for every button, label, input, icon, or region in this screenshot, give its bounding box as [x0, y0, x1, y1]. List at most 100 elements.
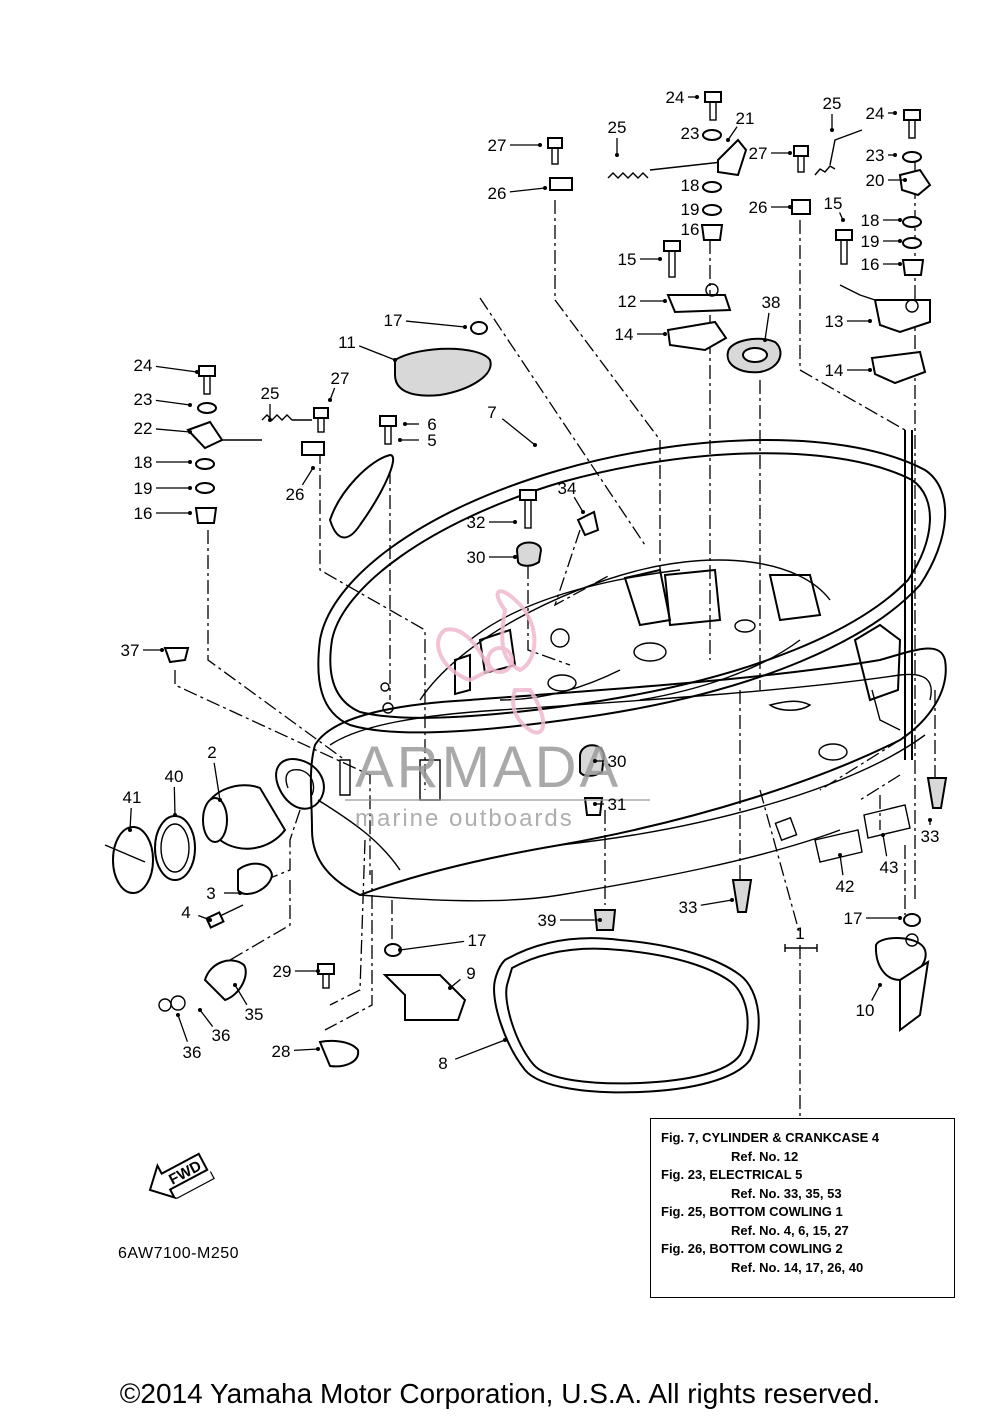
watermark-brand: ARMADA	[355, 735, 621, 800]
callout-arrowhead	[173, 813, 177, 817]
callout-32: 32	[467, 513, 486, 532]
callout-15: 15	[824, 194, 843, 213]
callout-27: 27	[488, 136, 507, 155]
callout-28: 28	[272, 1042, 291, 1061]
callout-arrowhead	[663, 299, 667, 303]
callout-24: 24	[134, 356, 153, 375]
bolt-24-right	[903, 109, 921, 139]
callout-arrowhead	[513, 520, 517, 524]
callout-8: 8	[438, 1054, 447, 1073]
callout-30: 30	[467, 548, 486, 567]
callout-arrowhead	[841, 218, 845, 222]
reference-figure: Fig. 23, ELECTRICAL 5	[661, 1167, 803, 1182]
callout-arrowhead	[403, 422, 407, 426]
callout-20: 20	[866, 171, 885, 190]
callout-arrowhead	[316, 1047, 320, 1051]
callout-25: 25	[608, 118, 627, 137]
callout-33: 33	[679, 898, 698, 917]
callout-27: 27	[749, 144, 768, 163]
bolt-24-top	[704, 91, 722, 121]
callout-2: 2	[207, 743, 216, 762]
callout-6: 6	[427, 415, 436, 434]
callout-arrowhead	[198, 1008, 202, 1012]
callout-3: 3	[206, 884, 215, 903]
watermark: ARMADA marine outboards	[345, 589, 650, 832]
callout-arrowhead	[763, 338, 767, 342]
callout-leader	[839, 854, 844, 876]
callout-19: 19	[681, 200, 700, 219]
callout-leader	[871, 984, 881, 1001]
callout-arrowhead	[218, 798, 222, 802]
callout-5: 5	[427, 431, 436, 450]
callout-17: 17	[468, 931, 487, 950]
callout-arrowhead	[188, 486, 192, 490]
callout-18: 18	[681, 176, 700, 195]
callout-34: 34	[558, 479, 577, 498]
callout-25: 25	[823, 94, 842, 113]
callout-leader	[198, 914, 211, 921]
callout-arrowhead	[195, 370, 199, 374]
screw-15-right	[835, 229, 853, 265]
callout-33: 33	[921, 827, 940, 846]
callout-arrowhead	[868, 319, 872, 323]
callout-arrowhead	[898, 262, 902, 266]
callout-arrowhead	[663, 332, 667, 336]
callout-26: 26	[286, 485, 305, 504]
callout-30: 30	[608, 752, 627, 771]
screw-15	[663, 240, 681, 278]
callout-24: 24	[666, 88, 685, 107]
callout-arrowhead	[615, 153, 619, 157]
callout-10: 10	[856, 1001, 875, 1020]
callout-leader	[177, 1014, 189, 1042]
callout-43: 43	[880, 858, 899, 877]
callout-arrowhead	[903, 178, 907, 182]
callout-1: 1	[795, 924, 804, 943]
callout-arrowhead	[448, 986, 452, 990]
callout-leader	[199, 1009, 214, 1027]
bolt-27-top-right	[793, 145, 809, 173]
callout-arrowhead	[398, 948, 402, 952]
callout-arrowhead	[463, 325, 467, 329]
callout-arrowhead	[695, 95, 699, 99]
callout-arrowhead	[543, 186, 547, 190]
callout-7: 7	[487, 403, 496, 422]
callout-leader	[764, 312, 770, 341]
callout-22: 22	[134, 419, 153, 438]
bracket-callout-1	[784, 944, 818, 952]
callout-24: 24	[866, 104, 885, 123]
hardware-parts	[104, 91, 948, 1068]
callout-leader	[700, 899, 733, 906]
callout-13: 13	[825, 312, 844, 331]
callout-36: 36	[212, 1026, 231, 1045]
callout-leader	[573, 496, 584, 513]
callout-arrowhead	[513, 555, 517, 559]
callout-leader	[155, 428, 191, 433]
callout-19: 19	[134, 479, 153, 498]
callout-arrowhead	[311, 466, 315, 470]
callout-leader	[155, 365, 198, 373]
callout-arrowhead	[593, 802, 597, 806]
callout-arrowhead	[726, 138, 730, 142]
callout-arrowhead	[328, 398, 332, 402]
callout-arrowhead	[393, 358, 397, 362]
callout-leader	[405, 320, 466, 328]
callout-19: 19	[861, 232, 880, 251]
callout-leader	[234, 984, 248, 1006]
callout-arrowhead	[188, 430, 192, 434]
callout-21: 21	[736, 109, 755, 128]
callout-42: 42	[836, 877, 855, 896]
callout-leader	[399, 940, 465, 951]
callout-leader	[358, 345, 396, 361]
callout-arrowhead	[128, 828, 132, 832]
callout-leader	[129, 807, 132, 831]
bolt-24-left	[198, 365, 216, 395]
reference-figure: Fig. 26, BOTTOM COWLING 2	[661, 1241, 843, 1256]
callout-31: 31	[608, 795, 627, 814]
seal-part-8	[493, 937, 760, 1094]
propeller-logo-icon	[436, 589, 546, 735]
callout-leader	[329, 387, 336, 401]
callout-leader	[501, 418, 536, 446]
callout-arrowhead	[268, 418, 272, 422]
